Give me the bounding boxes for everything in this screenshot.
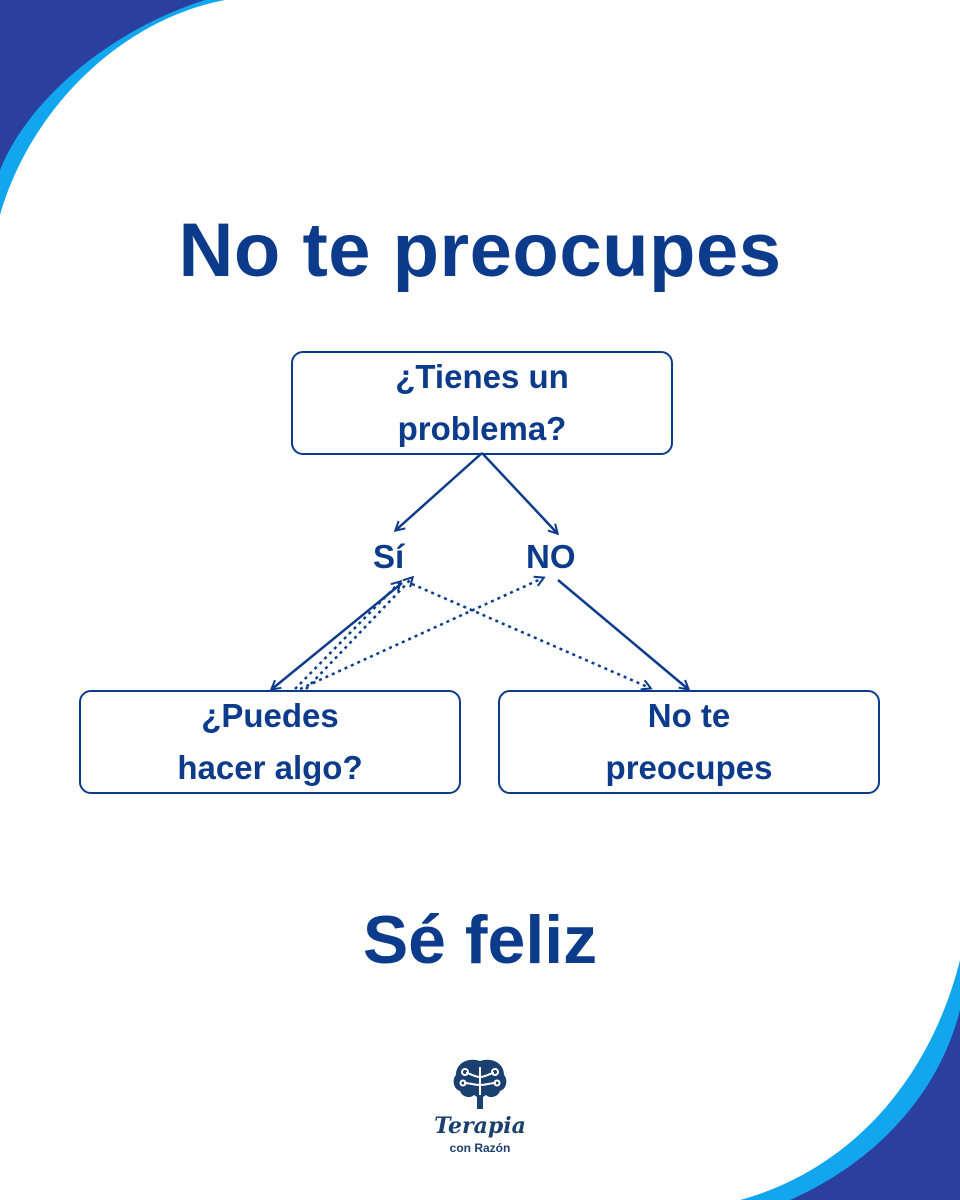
bottom-right-swoosh-dark <box>790 1010 960 1200</box>
logo-subtitle: con Razón <box>449 1141 511 1155</box>
branch-label-no: NO <box>526 538 576 575</box>
brand-logo: Terapia con Razón <box>430 1055 530 1165</box>
footer-message: Sé feliz <box>362 902 598 978</box>
question-action-text: ¿Puedes hacer algo? <box>177 697 363 786</box>
question-problem-text: ¿Tienes un problema? <box>395 358 569 447</box>
top-left-swoosh-dark <box>0 0 205 170</box>
answer-text: No te preocupes <box>605 697 773 786</box>
question-box-problem: ¿Tienes un problema? <box>291 351 673 455</box>
logo-name: Terapia <box>434 1113 526 1139</box>
question-box-action: ¿Puedes hacer algo? <box>79 690 461 794</box>
branch-label-yes: Sí <box>373 538 405 575</box>
answer-box: No te preocupes <box>498 690 880 794</box>
page-title: No te preocupes <box>178 208 782 293</box>
brain-tree-icon <box>453 1059 507 1109</box>
